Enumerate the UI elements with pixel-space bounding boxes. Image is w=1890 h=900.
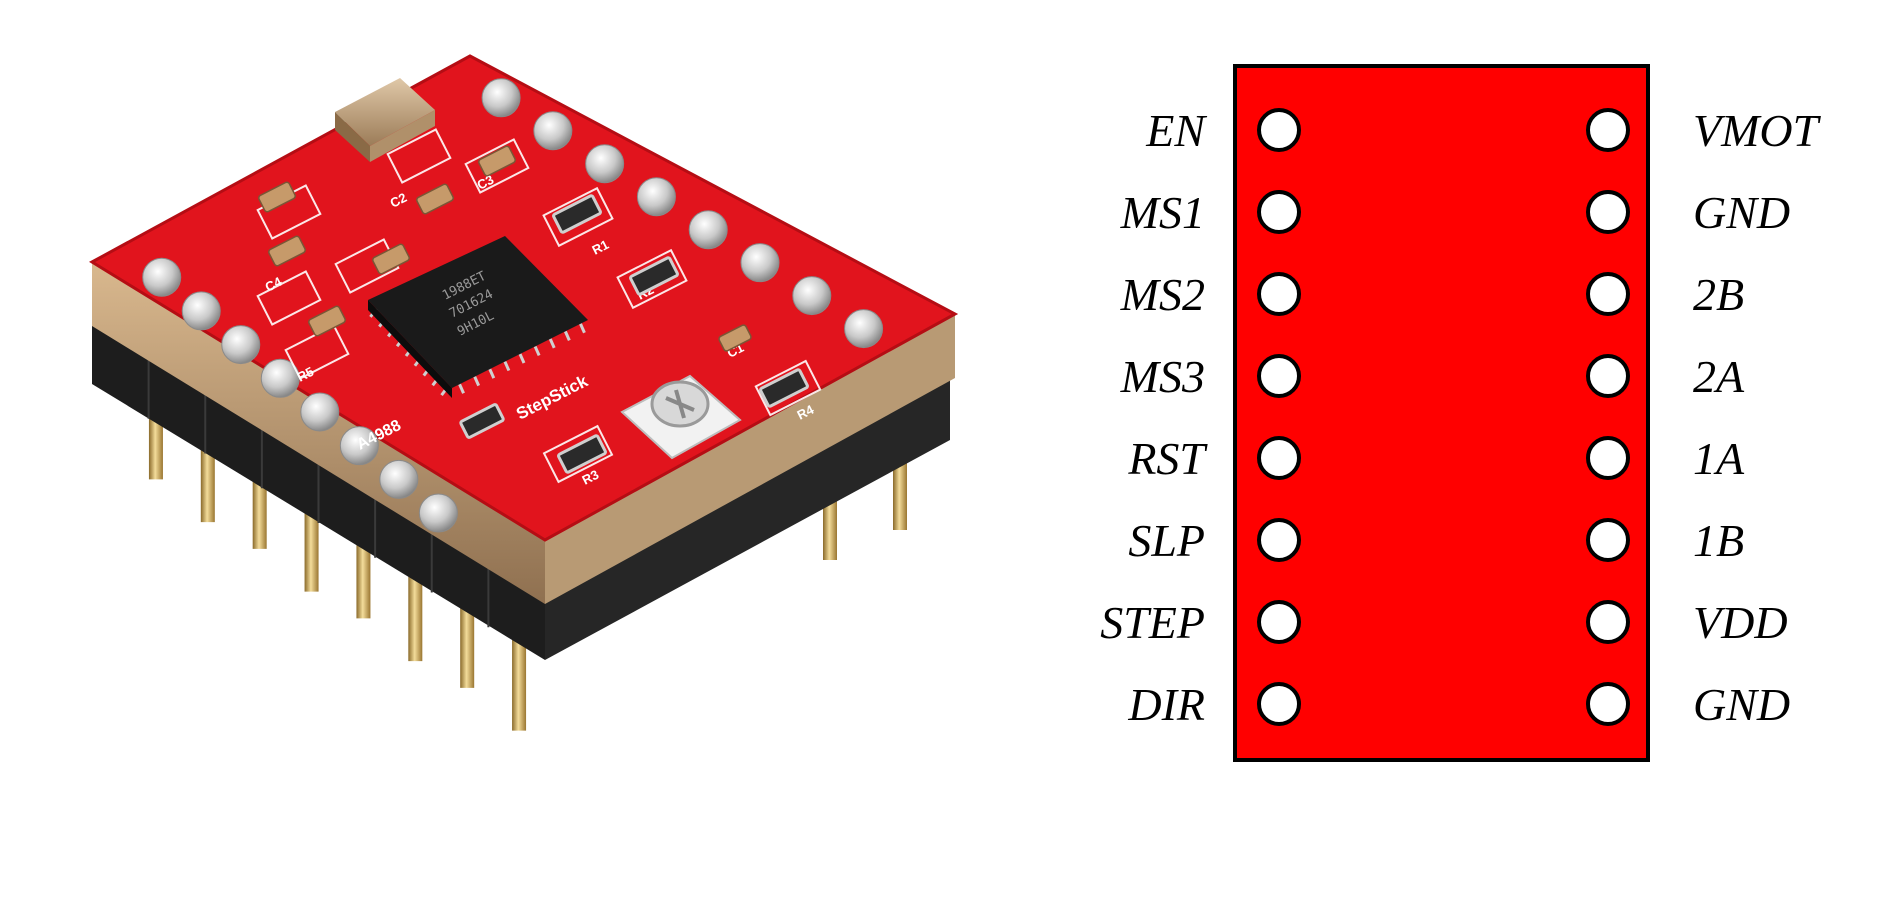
- ic-lead: [503, 360, 511, 372]
- ic-lead: [473, 376, 481, 387]
- edge-pad: [221, 325, 261, 365]
- capacitor-c7: [372, 243, 410, 275]
- resistor-r4: [759, 368, 809, 408]
- pin-label-1b: 1B: [1693, 515, 1744, 566]
- pin-hole-2a: [1586, 354, 1630, 398]
- pin-label-dir: DIR: [1127, 679, 1205, 730]
- capacitor-c3: [478, 145, 516, 177]
- edge-pad: [636, 177, 676, 217]
- capacitor-c1: [718, 324, 752, 352]
- capacitor-c6: [268, 235, 306, 267]
- ic-lead: [533, 345, 541, 357]
- pin-label-ms3: MS3: [1120, 351, 1205, 402]
- pin-hole-ms3: [1257, 354, 1301, 398]
- pin-hole-2b: [1586, 272, 1630, 316]
- pin-hole-1b: [1586, 518, 1630, 562]
- ic-body: [368, 236, 588, 388]
- pin-label-2a: 2A: [1693, 351, 1745, 402]
- pin-label-ms1: MS1: [1120, 187, 1205, 238]
- capacitor-c2: [416, 183, 454, 215]
- edge-pad: [142, 257, 182, 297]
- current-limit-potentiometer: [620, 374, 742, 460]
- silk-ref-r4: R4: [795, 401, 817, 422]
- pin-hole-vdd: [1586, 600, 1630, 644]
- edge-pad: [844, 309, 884, 349]
- pin-hole-gnd: [1586, 682, 1630, 726]
- bulk-capacitor: [335, 78, 435, 146]
- pinout-board: [1233, 64, 1650, 762]
- ic-lead: [563, 330, 571, 341]
- potentiometer-slot: [674, 389, 686, 419]
- pin-label-gnd: GND: [1693, 187, 1790, 238]
- edge-pad: [740, 243, 780, 283]
- edge-pad: [418, 493, 458, 533]
- ic-lead: [518, 353, 526, 364]
- board-photo: C5 C2 C3 C4 C1 R1 R2 R3 R4 R5 A4988 Step…: [89, 54, 959, 731]
- pin-label-slp: SLP: [1128, 515, 1205, 566]
- pin-hole-dir: [1257, 682, 1301, 726]
- silk-ref-c2: C2: [388, 190, 410, 211]
- pin-label-gnd: GND: [1693, 679, 1790, 730]
- silk-ref-r3: R3: [580, 467, 602, 488]
- pin-label-vdd: VDD: [1693, 597, 1788, 648]
- edge-pad: [688, 210, 728, 250]
- resistor-r5: [459, 403, 505, 439]
- ic-lead: [579, 323, 586, 334]
- silk-ref-r5: R5: [295, 364, 317, 385]
- pin-hole-en: [1257, 108, 1301, 152]
- header-pin: [512, 622, 527, 731]
- edge-pad: [585, 144, 625, 184]
- pin-hole-rst: [1257, 436, 1301, 480]
- edge-pad: [300, 392, 340, 432]
- pin-hole-slp: [1257, 518, 1301, 562]
- edge-pad: [481, 78, 521, 118]
- pin-label-step: STEP: [1100, 597, 1205, 648]
- silk-ref-c4: C4: [263, 273, 285, 294]
- edge-pad: [339, 426, 379, 466]
- edge-pad: [181, 291, 221, 331]
- pin-hole-step: [1257, 600, 1301, 644]
- bulk-capacitor-side: [370, 110, 435, 162]
- capacitor-c4: [308, 305, 346, 337]
- edge-pad: [379, 459, 419, 499]
- ic-lead: [488, 368, 496, 379]
- bulk-capacitor-side: [335, 112, 370, 162]
- edge-pad: [533, 111, 573, 151]
- ic-lead: [548, 338, 556, 349]
- resistor-r2: [629, 256, 679, 296]
- resistor-r3: [557, 434, 607, 474]
- resistor-r1: [552, 194, 602, 234]
- right-header-housing: [545, 372, 950, 660]
- pin-label-ms2: MS2: [1120, 269, 1205, 320]
- pcb-edge-right: [545, 314, 955, 604]
- pin-hole-vmot: [1586, 108, 1630, 152]
- pin-hole-1a: [1586, 436, 1630, 480]
- front-header-segments: [147, 354, 490, 628]
- driver-ic: 1988ET 701624 9H10L: [368, 236, 588, 398]
- ic-body-edge: [368, 300, 452, 398]
- pin-label-en: EN: [1145, 105, 1207, 156]
- silk-ref-r1: R1: [590, 237, 612, 258]
- capacitor-c5: [258, 181, 296, 213]
- pin-label-2b: 2B: [1693, 269, 1744, 320]
- solder-pads: [142, 78, 884, 533]
- pin-hole-ms2: [1257, 272, 1301, 316]
- pin-hole-ms1: [1257, 190, 1301, 234]
- edge-pad: [792, 276, 832, 316]
- smd-components: [258, 78, 809, 474]
- pin-label-rst: RST: [1127, 433, 1208, 484]
- silkscreen-outlines: [256, 128, 822, 484]
- pin-hole-gnd: [1586, 190, 1630, 234]
- pin-label-1a: 1A: [1693, 433, 1745, 484]
- ic-lead: [458, 383, 465, 394]
- silk-ref-c3: C3: [475, 172, 497, 193]
- pin-label-vmot: VMOT: [1693, 105, 1822, 156]
